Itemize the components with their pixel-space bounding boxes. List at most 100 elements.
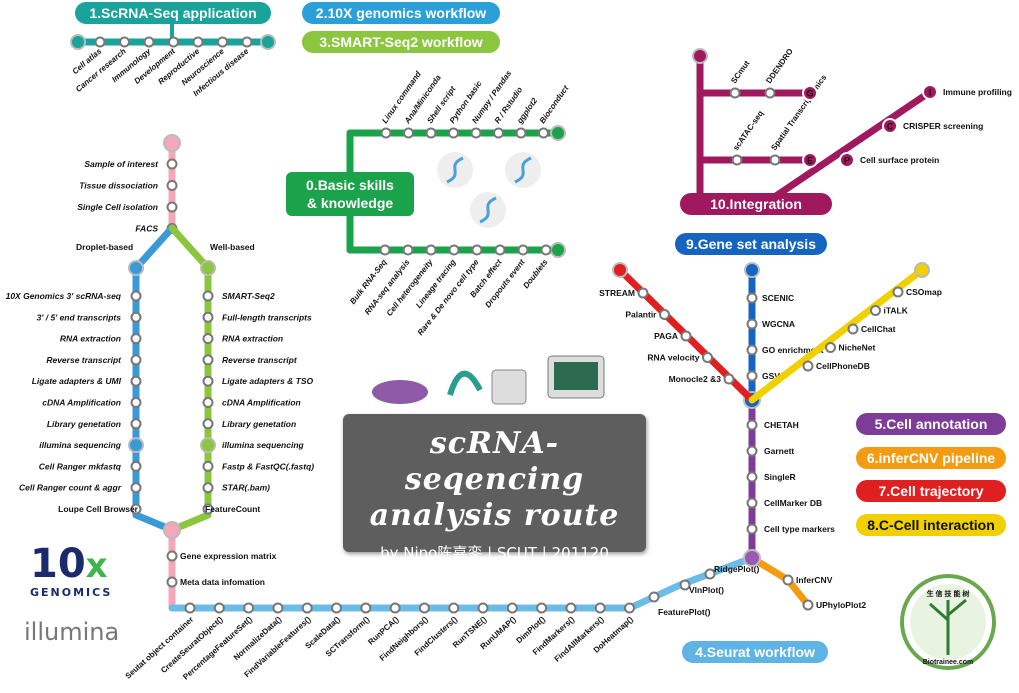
smart-hub — [200, 437, 216, 454]
basic-bottom-end — [550, 242, 566, 258]
tenx-stop — [130, 290, 142, 302]
dna-icon — [514, 156, 532, 184]
integration-start — [692, 48, 708, 64]
integration-top-stop — [729, 87, 741, 99]
tenx-label: RNA extraction — [60, 334, 121, 344]
basic-top-label: ggplot2 — [515, 96, 540, 126]
smart-label: STAR(.bam) — [222, 483, 270, 493]
application-stop — [192, 36, 204, 48]
basic-top-stop — [538, 127, 549, 139]
integration-letter: I — [929, 88, 932, 98]
seurat-stop — [213, 602, 225, 614]
integration-letter: E — [807, 156, 813, 166]
integration-mid-label: scATAC-seq — [731, 109, 765, 152]
pink-merge-hub — [163, 521, 181, 539]
gsa-stop — [746, 318, 758, 330]
tenx-stop — [130, 397, 142, 408]
smart-stop — [202, 397, 214, 408]
tenx-label: Cell Ranger mkfastq — [39, 461, 122, 471]
basic-top-stop — [515, 127, 527, 139]
integration-mid-label: Spatial Transcriptomics — [769, 73, 828, 153]
tenx-stop — [130, 503, 142, 515]
gsa-label: GSVA — [762, 371, 785, 381]
pink-stop — [166, 180, 178, 191]
legend-pill-app: 1.ScRNA-Seq application — [75, 2, 271, 24]
basic-bottom-stop — [425, 244, 437, 256]
annotation-label: Cell type markers — [764, 524, 835, 534]
pink2-stop — [166, 576, 178, 588]
smart-label: cDNA Amplification — [222, 398, 301, 408]
biotrainee-bottom-text: Biotrainee.com — [923, 659, 974, 666]
droplet-label: Droplet-based — [76, 242, 133, 252]
smart-stop — [202, 503, 214, 515]
smart-stop — [202, 418, 214, 430]
pink-label: Tissue dissociation — [79, 181, 158, 191]
cci-label: NicheNet — [839, 343, 876, 353]
smart-stop — [202, 311, 214, 323]
application-end — [260, 34, 276, 50]
seurat-stop — [243, 602, 255, 614]
cci-stop — [847, 323, 859, 335]
cci-label: CellChat — [861, 324, 896, 334]
integration-letter-stop — [802, 85, 818, 101]
gsa-stop — [746, 370, 758, 382]
annotation-stop — [746, 471, 758, 483]
pink-label: Single Cell isolation — [77, 202, 158, 212]
integration-letter: C — [887, 122, 894, 132]
logo-10: 10 — [30, 541, 86, 587]
annotation-label: SingleR — [764, 472, 796, 482]
trajectory-stop — [680, 330, 692, 342]
tenx-hub — [128, 437, 144, 454]
tenx-stop — [130, 375, 142, 387]
smart-stop — [202, 482, 214, 494]
seurat-up-stop — [704, 568, 716, 580]
integration-right-label: Immune profiling — [943, 87, 1012, 97]
integration-top-label: DDENDRO — [764, 47, 795, 85]
integration-right-label: CRISPER screening — [903, 121, 983, 131]
integration-letter-stop — [839, 152, 855, 168]
title-panel: scRNA-seqencing analysis route by Nino陈嘉… — [343, 414, 646, 562]
basic-top-stop — [380, 127, 392, 139]
application-stop — [168, 36, 179, 48]
tenx-stop — [130, 482, 142, 494]
trajectory-start — [612, 262, 628, 278]
seurat-up-label: FeaturePlot() — [658, 607, 711, 617]
illumina-logo: illumina — [24, 618, 119, 646]
cci-stop — [802, 360, 814, 372]
gsa-stop — [746, 344, 758, 356]
smart-label: Ligate adapters & TSO — [222, 376, 314, 386]
integration-letter-stop — [802, 152, 818, 168]
basic-top-stop — [493, 127, 504, 139]
seurat-up-label: RidgePlot() — [714, 564, 759, 574]
tenx-label: Reverse transcript — [46, 355, 122, 365]
basic-top-label: Bioconduct — [538, 84, 571, 125]
smart-label: RNA extraction — [222, 334, 283, 344]
smart-label: Fastp & FastQC(.fastq) — [222, 461, 314, 471]
basic-bottom-stop — [402, 244, 414, 256]
logo-genomics: GENOMICS — [30, 586, 113, 599]
cci-label: CellPhoneDB — [816, 361, 870, 371]
trajectory-stop — [637, 287, 649, 299]
seurat-up-label: VlnPlot() — [689, 585, 724, 595]
annotation-stop — [746, 497, 758, 509]
cci-label: iTALK — [884, 306, 909, 316]
tenx-label: Cell Ranger count & aggr — [19, 483, 122, 493]
smart-stop — [202, 333, 214, 345]
legend-pill-smart: 3.SMART-Seq2 workflow — [302, 31, 500, 53]
application-stop — [143, 36, 155, 48]
smart-label: SMART-Seq2 — [222, 291, 275, 301]
seurat-stop — [536, 602, 548, 614]
pink2-stop — [166, 550, 178, 562]
10x-genomics-logo: 10x GENOMICS — [30, 544, 112, 599]
basic-top-stop — [403, 127, 414, 139]
trajectory-label: STREAM — [599, 288, 635, 298]
infercnv-stop — [782, 574, 794, 586]
legend-pill-infer: 6.inferCNV pipeline — [856, 447, 1006, 469]
cell-cluster-illustration — [372, 380, 428, 404]
tenx-label: Ligate adapters & UMI — [32, 376, 122, 386]
smart-label: Full-length transcripts — [222, 312, 312, 322]
integration-top-label: SCmut — [729, 59, 751, 86]
seurat-stop — [272, 602, 284, 614]
basic-bottom-stop — [379, 244, 391, 256]
